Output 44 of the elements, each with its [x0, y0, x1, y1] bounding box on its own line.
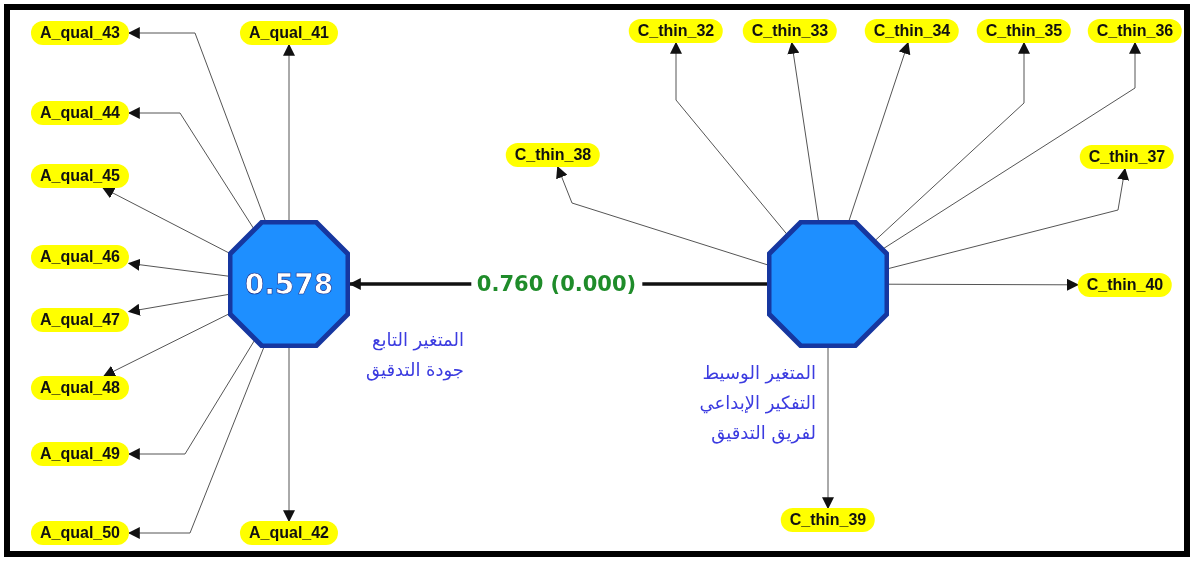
arrow	[283, 43, 295, 221]
indicator-label: A_qual_44	[31, 101, 129, 125]
arrow	[888, 167, 1130, 269]
arrow	[127, 107, 255, 229]
arrow	[102, 187, 230, 254]
indicator-label: A_qual_47	[31, 308, 129, 332]
indicator-label: C_thin_34	[864, 19, 960, 43]
arrow	[127, 294, 229, 316]
arrow	[556, 165, 768, 266]
indicator-label: C_thin_39	[780, 508, 876, 532]
construct-octagon	[228, 220, 350, 348]
indicator-label: A_qual_43	[31, 21, 129, 45]
arrow	[848, 41, 911, 221]
arrow	[103, 313, 229, 377]
indicator-label: A_qual_45	[31, 164, 129, 188]
arrow	[888, 278, 1079, 291]
arrow	[283, 347, 295, 523]
indicator-label: C_thin_36	[1087, 19, 1183, 43]
path-coefficient-label: 0.760 (0.000)	[470, 272, 643, 296]
r-squared-value: 0.578	[243, 267, 335, 301]
arrow	[874, 41, 1030, 241]
indicator-label: A_qual_50	[31, 521, 129, 545]
arrow	[127, 258, 229, 277]
indicator-label: A_qual_41	[240, 21, 338, 45]
arrow	[127, 347, 265, 539]
indicator-label: A_qual_46	[31, 245, 129, 269]
indicator-label: C_thin_37	[1079, 145, 1175, 169]
arrow	[883, 41, 1141, 250]
indicator-label: A_qual_42	[240, 521, 338, 545]
arrow	[787, 41, 819, 221]
construct-caption: المتغير التابع جودة التدقيق	[365, 328, 464, 383]
indicator-label: C_thin_40	[1077, 273, 1173, 297]
indicator-label: A_qual_48	[31, 376, 129, 400]
construct-octagon	[767, 220, 889, 348]
indicator-label: A_qual_49	[31, 442, 129, 466]
indicator-label: C_thin_33	[742, 19, 838, 43]
arrow	[822, 347, 834, 510]
indicator-label: C_thin_35	[976, 19, 1072, 43]
arrow	[127, 27, 266, 221]
arrow	[127, 339, 255, 460]
indicator-label: C_thin_38	[505, 143, 601, 167]
construct-caption: المتغير الوسيط التفكير الإبداعي لفريق التدقيق	[698, 361, 816, 446]
arrow	[670, 41, 788, 235]
indicator-label: C_thin_32	[628, 19, 724, 43]
